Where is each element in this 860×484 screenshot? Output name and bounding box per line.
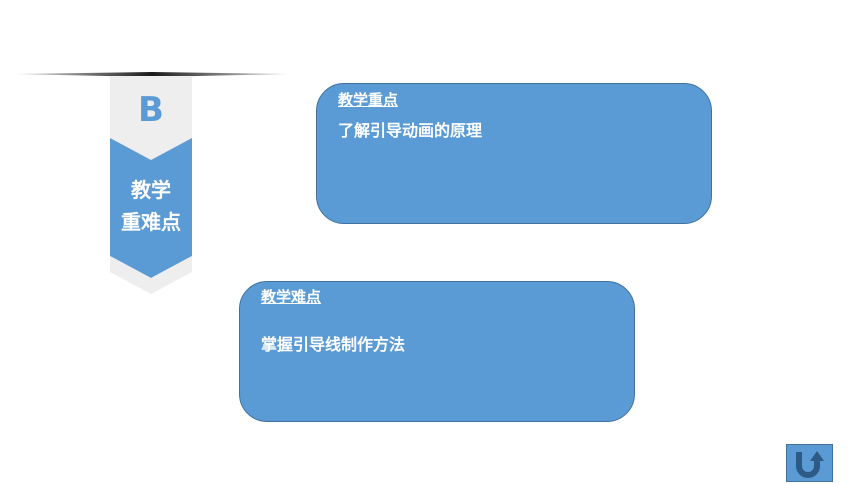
section-title: 教学 重难点: [110, 174, 192, 238]
section-ribbon: [110, 76, 192, 294]
key-points-text: 了解引导动画的原理: [338, 121, 483, 140]
key-points-label: 教学重点: [338, 91, 399, 109]
difficult-points-card: 教学难点 掌握引导线制作方法: [239, 281, 635, 422]
back-button[interactable]: [786, 444, 833, 482]
key-points-card: 教学重点 了解引导动画的原理: [316, 83, 712, 224]
section-title-line-2: 重难点: [121, 210, 181, 234]
section-title-line-1: 教学: [131, 178, 171, 202]
header-divider-line: [12, 72, 292, 77]
difficult-points-text: 掌握引导线制作方法: [261, 335, 406, 354]
u-turn-arrow-icon: [795, 451, 824, 478]
difficult-points-label: 教学难点: [261, 288, 322, 306]
section-letter: B: [138, 90, 164, 130]
